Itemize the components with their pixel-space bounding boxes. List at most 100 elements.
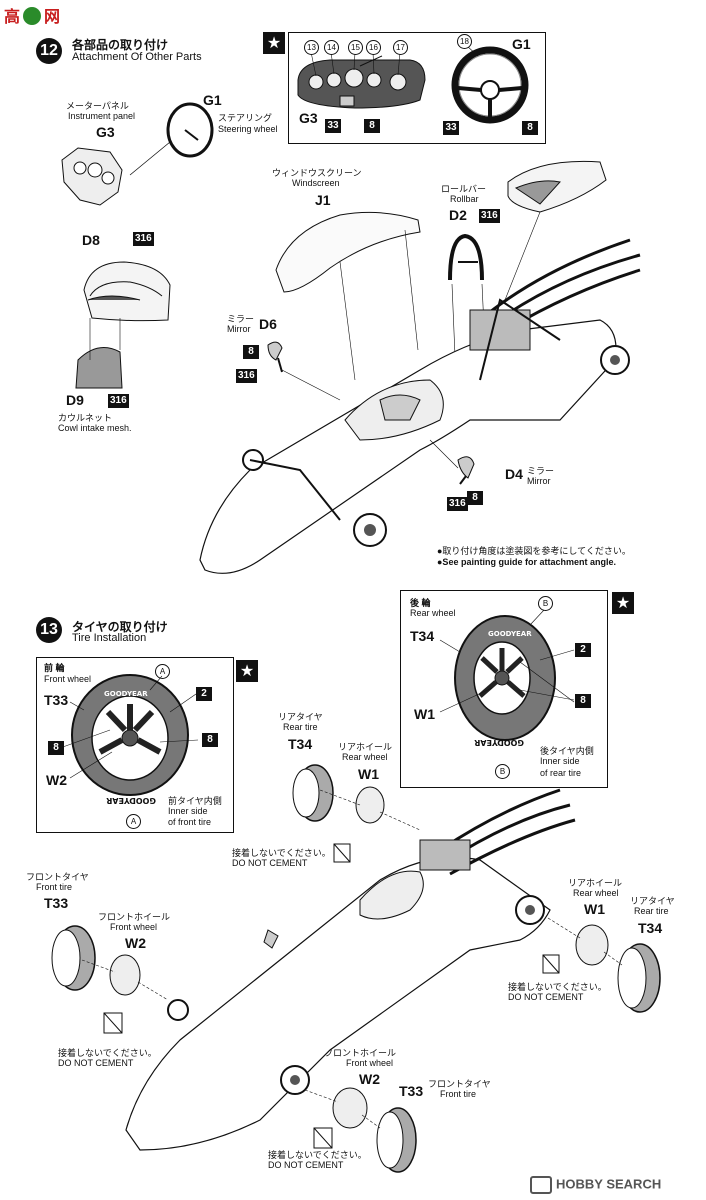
gauge-13-label: 13 [304, 40, 319, 55]
rear-brand-inner: GOODYEAR [474, 738, 524, 747]
inset-wheel-paint-1: 33 [443, 121, 459, 135]
rear-box-paint-8: 8 [575, 694, 591, 708]
cowl-mesh-jp: カウルネット [58, 413, 113, 423]
front-wheel-left-en: Front wheel [110, 922, 158, 932]
mirror-right-paint-2: 8 [467, 491, 483, 505]
instrument-panel-jp: メーターパネル [66, 101, 129, 111]
windscreen-en: Windscreen [292, 178, 340, 188]
mirror-left-paint-2: 316 [236, 369, 257, 383]
inset-dash-paint-1: 33 [325, 119, 341, 133]
front-brand-inner: GOODYEAR [106, 796, 156, 805]
mirror-right-paint-1: 316 [447, 497, 468, 511]
front-box-mark-bottom: A [126, 814, 141, 829]
front-box-wheel-part: W2 [46, 772, 67, 788]
cowl-mesh-paint: 316 [108, 394, 129, 408]
watermark-logo: 高 网 [2, 4, 72, 34]
front-inner-en2: of front tire [168, 817, 212, 827]
front-wheel-title-en: Front wheel [44, 674, 92, 684]
no-cement-1-jp: 接着しないでください。 [232, 848, 331, 858]
inset-dash-paint-2: 8 [364, 119, 380, 133]
rear-wheel-title-jp: 後 輪 [410, 598, 431, 608]
front-wheel-bottom-en: Front wheel [346, 1058, 394, 1068]
rollbar-part: D2 [449, 207, 467, 223]
instrument-panel-part: G3 [96, 124, 115, 140]
rollbar-jp: ロールバー [441, 184, 487, 194]
rear-wheel-right-jp: リアホイール [568, 878, 623, 888]
front-brand-text: GOODYEAR [104, 690, 148, 698]
no-cement-4-jp: 接着しないでください。 [268, 1150, 367, 1160]
front-wheel-title-jp: 前 輪 [44, 663, 65, 673]
front-tire-bottom-en: Front tire [440, 1089, 477, 1099]
step-12-title-jp: 各部品の取り付け [72, 38, 169, 52]
front-tire-left-en: Front tire [36, 882, 73, 892]
inset-wheel-part: G1 [512, 36, 531, 52]
mirror-left-en: Mirror [227, 324, 251, 334]
step-12-number: 12 [36, 38, 62, 64]
mirror-left-paint-1: 8 [243, 345, 259, 359]
mirror-left-part: D6 [259, 316, 277, 332]
rear-inner-jp: 後タイヤ内側 [540, 746, 594, 756]
step-13-title-en: Tire Installation [72, 632, 147, 644]
front-wheel-bottom-part: W2 [359, 1071, 380, 1087]
no-cement-3-jp: 接着しないでください。 [508, 982, 607, 992]
front-box-paint-2: 2 [196, 687, 212, 701]
gauge-17-label: 17 [393, 40, 408, 55]
front-box-paint-8-right: 8 [202, 733, 218, 747]
rear-box-mark-top: B [538, 596, 553, 611]
svg-text:高: 高 [4, 7, 20, 26]
rear-tire-right-part: T34 [638, 920, 663, 936]
rear-box-paint-2: 2 [575, 643, 591, 657]
rear-box-mark-bottom: B [495, 764, 510, 779]
step-13-number: 13 [36, 617, 62, 643]
windscreen-part: J1 [315, 192, 331, 208]
front-tire-left-jp: フロントタイヤ [26, 872, 89, 882]
windscreen-jp: ウィンドウスクリーン [272, 168, 362, 178]
rear-tire-left-part: T34 [288, 736, 313, 752]
rear-inner-en2: of rear tire [540, 768, 582, 778]
star-icon: ★ [236, 660, 258, 682]
front-tire-bottom-jp: フロントタイヤ [428, 1079, 491, 1089]
svg-text:网: 网 [44, 7, 60, 26]
no-cement-2-jp: 接着しないでください。 [58, 1048, 157, 1058]
front-wheel-left-jp: フロントホイール [98, 912, 171, 922]
mirror-right-part: D4 [505, 466, 523, 482]
inset-dash-part: G3 [299, 110, 318, 126]
mirror-left-jp: ミラー [227, 314, 255, 324]
cowl-mesh-part: D9 [66, 392, 84, 408]
no-cement-3-en: DO NOT CEMENT [508, 992, 584, 1002]
steering-wheel-jp: ステアリング [218, 113, 273, 123]
rear-wheel-left-en: Rear wheel [342, 752, 388, 762]
footer-brand-text: HOBBY SEARCH [556, 1176, 662, 1192]
watermark-icon: 高 网 [2, 4, 72, 28]
front-inner-en1: Inner side [168, 806, 208, 816]
steering-wheel-part: G1 [203, 92, 222, 108]
rear-wheel-right-en: Rear wheel [573, 888, 619, 898]
rear-tire-left-en: Rear tire [283, 722, 318, 732]
front-inner-jp: 前タイヤ内側 [168, 796, 222, 806]
rear-wheel-left-jp: リアホイール [338, 742, 393, 752]
cowl-part: D8 [82, 232, 100, 248]
cowl-mesh-en: Cowl intake mesh. [58, 423, 132, 433]
star-icon: ★ [612, 592, 634, 614]
rear-box-wheel-part: W1 [414, 706, 435, 722]
rear-brand-text: GOODYEAR [488, 630, 532, 638]
front-tire-left-part: T33 [44, 895, 69, 911]
rear-inner-en1: Inner side [540, 756, 580, 766]
mirror-right-jp: ミラー [527, 466, 555, 476]
front-wheel-bottom-jp: フロントホイール [324, 1048, 397, 1058]
gauge-16-label: 16 [366, 40, 381, 55]
rear-wheel-left-part: W1 [358, 766, 379, 782]
no-cement-4-en: DO NOT CEMENT [268, 1160, 344, 1170]
rear-wheel-right-part: W1 [584, 901, 605, 917]
front-box-mark-top: A [155, 664, 170, 679]
mirror-right-en: Mirror [527, 476, 551, 486]
step-13-title-jp: タイヤの取り付け [72, 620, 168, 634]
gauge-14-label: 14 [324, 40, 339, 55]
front-box-tire-part: T33 [44, 692, 69, 708]
gauge-15-label: 15 [348, 40, 363, 55]
